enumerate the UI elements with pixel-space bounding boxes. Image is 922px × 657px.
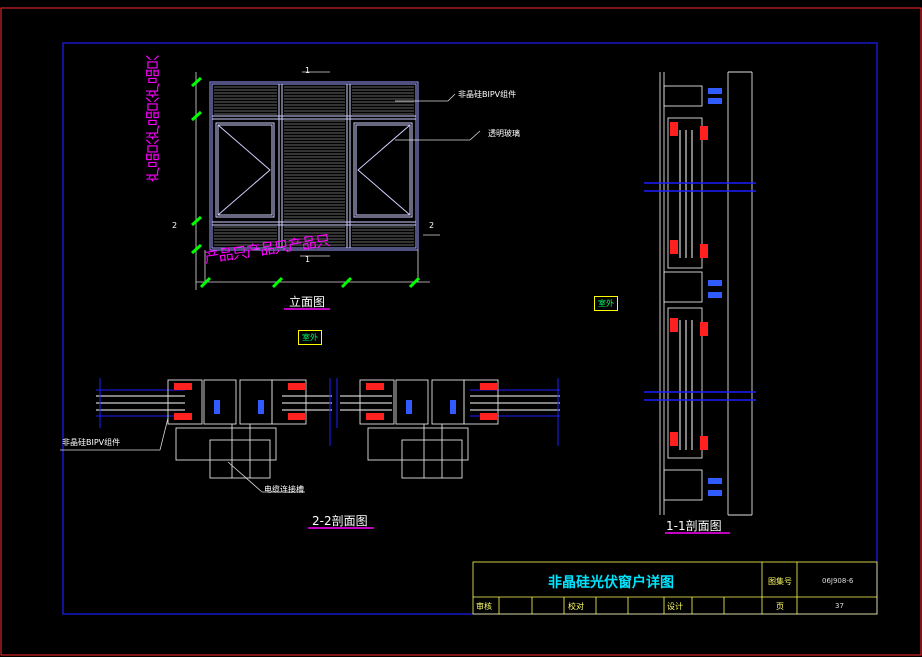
section-mark-1-bottom: 1 bbox=[305, 255, 311, 264]
page-value: 37 bbox=[835, 602, 844, 610]
label-bipv-module-top: 非晶硅BIPV组件 bbox=[458, 90, 517, 99]
label-exterior-1: 室外 bbox=[298, 330, 322, 345]
section-2-2-frames bbox=[167, 379, 499, 479]
label-bipv-module-left: 非晶硅BIPV组件 bbox=[62, 438, 121, 447]
drawing-no-label: 图集号 bbox=[768, 577, 792, 586]
section-1-1-title: 1-1剖面图 bbox=[666, 519, 722, 533]
section-2-2-bolts bbox=[214, 400, 456, 414]
section-1-1-seals bbox=[670, 122, 708, 450]
section-2-2-glazing bbox=[96, 395, 560, 411]
drawing-frame bbox=[62, 42, 878, 615]
page-label: 页 bbox=[776, 602, 784, 611]
section-1-1-bolts bbox=[708, 88, 722, 496]
sheet-title: 非晶硅光伏窗户详图 bbox=[548, 575, 674, 591]
elevation-dimensions bbox=[195, 72, 430, 290]
elevation-view bbox=[209, 81, 419, 251]
elevation-title: 立面图 bbox=[289, 295, 326, 309]
title-underlines bbox=[284, 308, 730, 534]
section-mark-2-left: 2 bbox=[172, 221, 178, 230]
row-label-design: 设计 bbox=[667, 602, 683, 611]
elevation-tick-markers bbox=[191, 76, 421, 289]
watermark-vertical: 产品只产品只产品只 bbox=[144, 56, 162, 182]
drawing-no-value: 06J908-6 bbox=[822, 577, 854, 585]
section-2-2-seals bbox=[174, 383, 498, 420]
label-cable-slot: 电缆连接槽 bbox=[264, 485, 304, 494]
section-2-2-glass-edge bbox=[96, 378, 560, 446]
section-2-2-title: 2-2剖面图 bbox=[312, 514, 368, 528]
section-mark-2-right: 2 bbox=[429, 221, 435, 230]
section-1-1-outline bbox=[659, 71, 753, 516]
outer-border bbox=[0, 7, 922, 656]
leader-lines bbox=[60, 71, 481, 493]
label-exterior-2: 室外 bbox=[594, 296, 618, 311]
bipv-louver-lines bbox=[214, 86, 414, 246]
row-label-review: 审核 bbox=[476, 602, 492, 611]
section-mark-1-top: 1 bbox=[305, 66, 311, 75]
title-block-grid bbox=[472, 561, 878, 615]
row-label-check: 校对 bbox=[568, 602, 584, 611]
label-clear-glass: 透明玻璃 bbox=[488, 129, 520, 138]
section-1-1-floor-lines bbox=[644, 182, 756, 401]
section-1-1-glazing bbox=[679, 130, 693, 450]
